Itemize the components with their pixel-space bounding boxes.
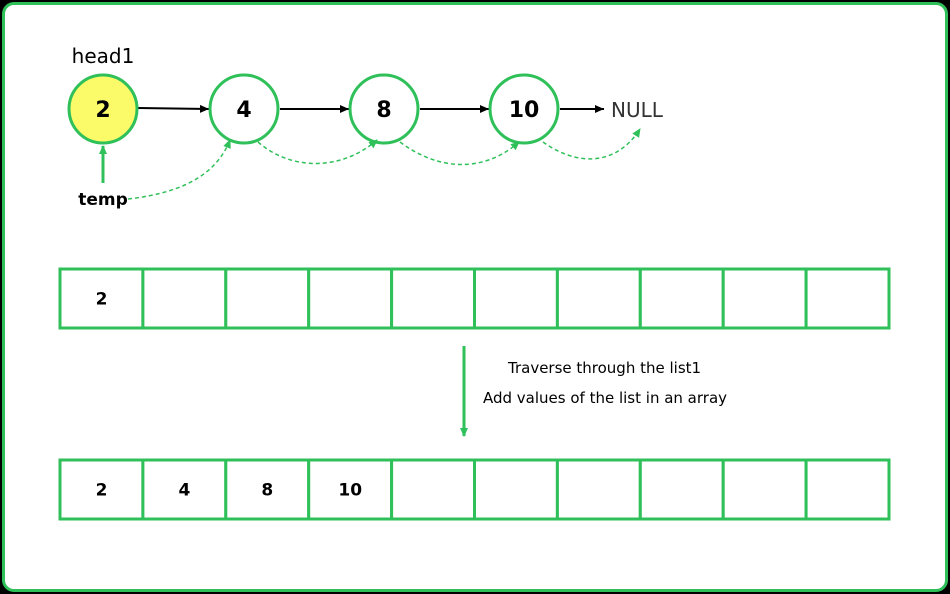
node-value: 4	[236, 98, 251, 123]
next-pointer-arrows	[137, 104, 604, 113]
array-cell	[224, 267, 311, 330]
traversal-curve-1	[127, 139, 231, 200]
array-cell: 8	[224, 458, 311, 521]
array-cell-box	[638, 458, 725, 521]
note-line-2: Add values of the list in an array	[483, 389, 727, 407]
array-cell-box	[390, 458, 477, 521]
array-cell	[473, 267, 559, 330]
array-cell-box	[804, 458, 891, 521]
array-cell-value: 10	[338, 481, 362, 501]
array-cell-box	[473, 458, 559, 521]
array-cell-box	[58, 458, 145, 521]
note-line-1: Traverse through the list1	[507, 359, 701, 377]
array-cell-value: 2	[96, 481, 108, 501]
array-cell-box	[721, 458, 808, 521]
array-cell	[721, 267, 808, 330]
array-cell	[390, 267, 477, 330]
null-label: NULL	[611, 98, 664, 122]
array-cell: 2	[58, 267, 145, 330]
array-cell	[555, 458, 642, 521]
array-cell-box	[224, 267, 311, 330]
array-filled: 2 4 8 10	[58, 458, 891, 521]
traversal-curve-4	[542, 128, 641, 160]
array-cell-box	[390, 267, 477, 330]
array-cell-box	[307, 458, 394, 521]
array-cell-value: 4	[178, 481, 190, 501]
head-label: head1	[72, 44, 135, 68]
node-value: 2	[95, 98, 110, 123]
array-cell-value: 2	[96, 290, 108, 310]
array-cell-value: 8	[261, 481, 273, 501]
array-cell-box	[638, 267, 725, 330]
array-cell-box	[473, 267, 559, 330]
array-cell-box	[804, 267, 891, 330]
node-circle	[208, 73, 280, 145]
traversal-curve-2	[257, 139, 378, 165]
traversal-path	[127, 128, 641, 200]
array-cell	[638, 267, 725, 330]
node-circle	[67, 73, 139, 145]
array-cell	[638, 458, 725, 521]
array-cell	[473, 458, 559, 521]
array-cell-box	[307, 267, 394, 330]
array-cell-box	[721, 267, 808, 330]
list-node-2: 8	[348, 73, 420, 145]
node-value: 10	[509, 98, 540, 123]
temp-label: temp	[78, 190, 128, 210]
array-cell	[721, 458, 808, 521]
traversal-curve-3	[399, 141, 520, 166]
array-cell	[307, 267, 394, 330]
array-cell-box	[555, 458, 642, 521]
array-cell	[804, 267, 891, 330]
node-circle	[488, 73, 560, 145]
node-value: 8	[376, 98, 391, 123]
list-node-3: 10	[488, 73, 560, 145]
node-circle	[348, 73, 420, 145]
array-cell-box	[555, 267, 642, 330]
next-arrow-1	[137, 104, 210, 113]
array-cell	[804, 458, 891, 521]
array-cell-box	[141, 267, 228, 330]
array-cell-box	[58, 267, 145, 330]
list-node-0: 2	[67, 73, 139, 145]
array-initial: 2	[58, 267, 891, 330]
list-node-1: 4	[208, 73, 280, 145]
array-cell-box	[141, 458, 228, 521]
array-cell: 4	[141, 458, 228, 521]
array-cell: 10	[307, 458, 394, 521]
array-cell: 2	[58, 458, 145, 521]
array-cell	[141, 267, 228, 330]
array-cell	[555, 267, 642, 330]
array-cell	[390, 458, 477, 521]
array-cell-box	[224, 458, 311, 521]
